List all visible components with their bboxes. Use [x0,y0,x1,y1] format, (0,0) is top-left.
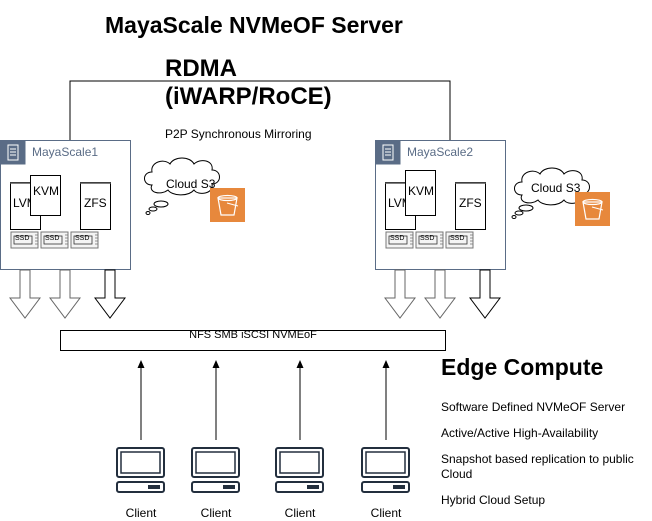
rdma-line1: RDMA [165,55,237,82]
up-arrow-head [296,360,304,368]
client-label: Client [370,506,402,520]
lvm-label: LVM [13,196,30,210]
down-arrow [94,269,126,319]
rdma-link [69,80,451,140]
ssd-icon [10,231,39,249]
computer-icon [191,447,240,493]
rdma-label: RDMA (iWARP/RoCE) [165,55,332,111]
rdma-line2: (iWARP/RoCE) [165,83,332,110]
cloud-s3-2 [511,167,590,219]
client-label: Client [125,506,157,520]
ssd-label: SSD [390,235,405,242]
lvm-label: LVM [388,196,405,210]
ssd-icon [445,231,474,249]
kvm-label: KVM [408,184,435,198]
server-name-1: MayaScale1 [32,145,99,159]
computer-icon [275,447,324,493]
down-arrow [384,269,416,319]
client-computer[interactable] [275,360,324,493]
mirroring-caption: P2P Synchronous Mirroring [165,127,312,141]
diagram-title: MayaScale NVMeOF Server [105,12,403,38]
ssd-label: SSD [420,235,435,242]
down-arrow [424,269,456,319]
client-computer[interactable] [361,360,410,493]
feature-item: Software Defined NVMeOF Server [441,400,626,414]
client-computer[interactable] [116,360,165,493]
zfs-box [455,182,486,230]
feature-item: Snapshot based replication to public Clo… [441,452,634,481]
computer-icon [116,447,165,493]
up-arrow-head [382,360,390,368]
client-label: Client [200,506,232,520]
zfs-label: ZFS [459,196,482,210]
cloud-label-1: Cloud S3 [166,177,216,191]
up-arrow-head [212,360,220,368]
ssd-icon [70,231,99,249]
kvm-label: KVM [33,184,60,198]
feature-item: Hybrid Cloud Setup [441,493,546,507]
kvm-box [30,175,61,216]
ssd-label: SSD [15,235,30,242]
client-computer[interactable] [191,360,240,493]
zfs-label: ZFS [84,196,107,210]
client-label: Client [284,506,316,520]
ssd-label: SSD [45,235,60,242]
ssd-icon [385,231,414,249]
up-arrow-head [137,360,145,368]
down-arrow [9,269,41,319]
ssd-label: SSD [450,235,465,242]
protocols-label: NFS SMB iSCSI NVMEoF [189,329,317,341]
ssd-icon [415,231,444,249]
down-arrow [469,269,501,319]
edge-compute-title: Edge Compute [441,354,604,380]
down-arrow [49,269,81,319]
cloud-s3-1 [144,157,220,215]
s3-bucket-icon [575,192,610,226]
ssd-icon [40,231,69,249]
server-name-2: MayaScale2 [407,145,474,159]
s3-bucket-icon [210,188,245,222]
cloud-label-2: Cloud S3 [531,181,581,195]
kvm-box [405,170,436,216]
zfs-box [80,182,111,230]
ssd-label: SSD [75,235,90,242]
computer-icon [361,447,410,493]
feature-item: Active/Active High-Availability [441,426,599,440]
protocol-bar [60,330,446,351]
